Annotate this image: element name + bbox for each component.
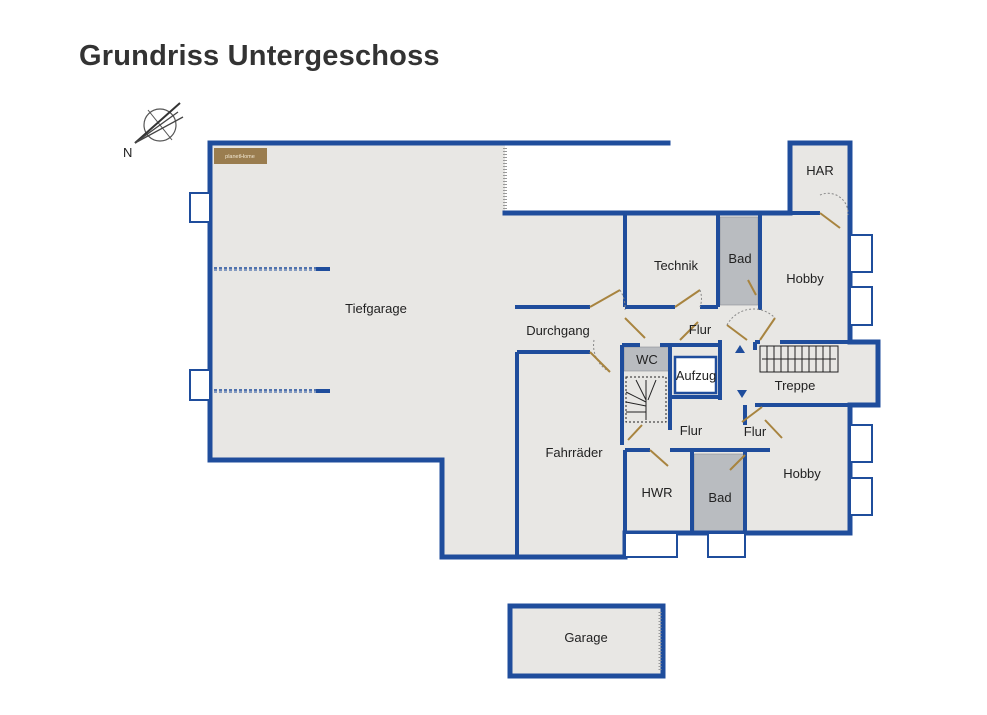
room-label-hobby-lower: Hobby [783, 466, 821, 481]
room-label-fahrraeder: Fahrräder [545, 445, 603, 460]
room-label-tiefgarage: Tiefgarage [345, 301, 407, 316]
room-label-flur-upper: Flur [689, 322, 712, 337]
room-label-garage: Garage [564, 630, 607, 645]
room-label-hwr: HWR [641, 485, 672, 500]
planethome-logo: planetHome [214, 148, 267, 164]
room-label-flur-right: Flur [744, 424, 767, 439]
room-label-har: HAR [806, 163, 833, 178]
room-label-bad-lower: Bad [708, 490, 731, 505]
stairs-icon [759, 345, 839, 373]
room-label-aufzug: Aufzug [676, 368, 716, 383]
page-title: Grundriss Untergeschoss [79, 40, 440, 72]
room-label-wc: WC [636, 352, 658, 367]
wc-tiles [623, 346, 670, 372]
room-label-treppe: Treppe [775, 378, 816, 393]
room-label-flur-middle: Flur [680, 423, 703, 438]
doors [589, 192, 849, 471]
room-label-durchgang: Durchgang [526, 323, 590, 338]
parking-markings [214, 267, 330, 393]
windows [189, 192, 873, 558]
room-label-hobby-upper: Hobby [786, 271, 824, 286]
interior-walls [515, 211, 850, 557]
outer-wall [207, 140, 881, 560]
compass-icon: N [123, 102, 184, 160]
garage-outline [507, 603, 666, 679]
room-label-bad-upper: Bad [728, 251, 751, 266]
room-label-technik: Technik [654, 258, 699, 273]
logo-text: planetHome [225, 154, 255, 160]
spiral-stairs-icon [625, 376, 667, 423]
elevator [673, 355, 718, 395]
arrow-up-icon [735, 345, 745, 353]
compass-north-label: N [123, 145, 132, 160]
arrow-down-icon [737, 390, 747, 398]
